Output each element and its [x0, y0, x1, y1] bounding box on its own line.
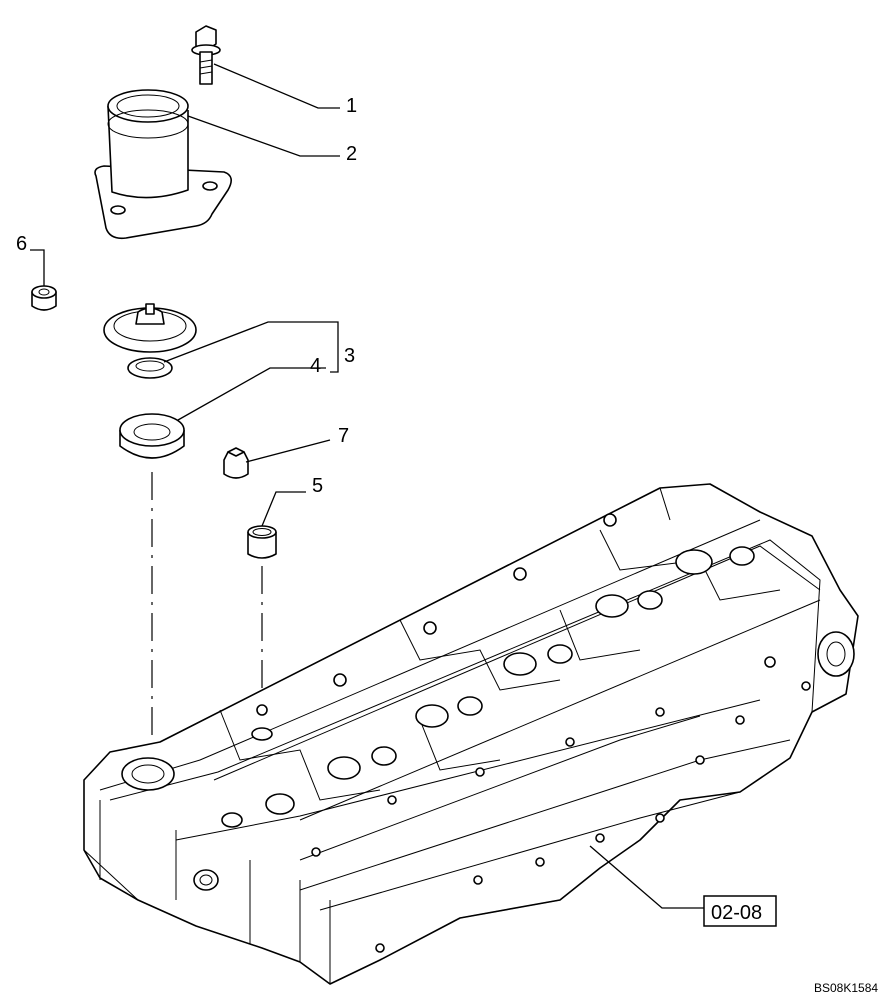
callout-4: 4: [310, 355, 321, 377]
part-thermostat: [103, 303, 197, 379]
callout-5: 5: [312, 475, 323, 497]
part-sleeve: [247, 525, 277, 559]
callout-1: 1: [346, 95, 357, 117]
cylinder-head: [83, 483, 859, 985]
callout-6: 6: [16, 233, 27, 255]
callout-7: 7: [338, 425, 349, 447]
leader-line-5: [261, 491, 306, 527]
reference-box-label: 02-08: [711, 902, 762, 924]
leader-line-1: [213, 63, 340, 109]
part-plug-small: [31, 285, 57, 311]
part-seal-ring: [119, 413, 185, 459]
part-plug-square: [223, 447, 249, 479]
part-bolt: [191, 25, 221, 85]
callout-3: 3: [344, 345, 355, 367]
callout-2: 2: [346, 143, 357, 165]
drawing-code: BS08K1584: [814, 981, 878, 995]
reference-box: [703, 895, 777, 927]
leader-line-4: [177, 367, 326, 421]
leader-line-6: [30, 249, 45, 286]
leader-line-3: [163, 321, 339, 373]
leader-line-7: [245, 439, 331, 463]
leader-line-ref: [589, 845, 704, 909]
part-thermostat-housing: [94, 89, 232, 240]
leader-line-2: [187, 115, 340, 157]
